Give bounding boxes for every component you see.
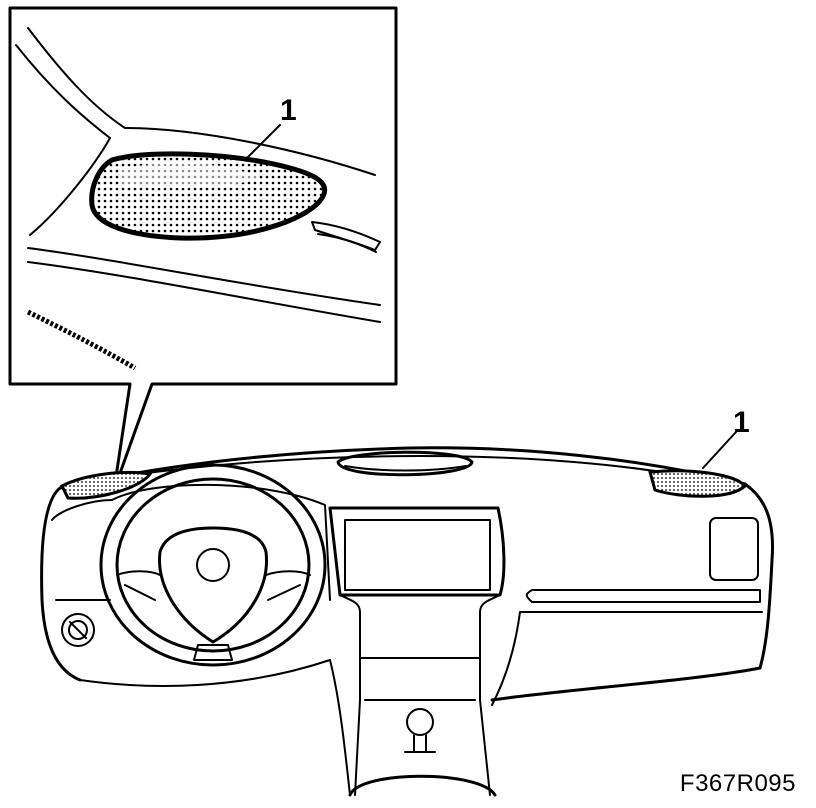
callout-leader-line (244, 124, 281, 161)
speaker-grille-right (648, 469, 748, 498)
callout-number-main: 1 (733, 406, 750, 439)
light-switch (61, 613, 95, 647)
glovebox-handle (709, 517, 759, 581)
callout-number: 1 (280, 94, 297, 127)
gear-shifter (404, 708, 436, 753)
figure-code: F367R095 (679, 770, 796, 797)
detail-inset: 1 (8, 6, 398, 492)
dashboard (40, 446, 775, 797)
steering-wheel (99, 463, 327, 667)
glovebox-lid-edge (525, 589, 761, 603)
center-display-panel (344, 519, 491, 591)
callout-leader-line-main (702, 431, 737, 469)
speaker-grille-detail (89, 151, 328, 241)
